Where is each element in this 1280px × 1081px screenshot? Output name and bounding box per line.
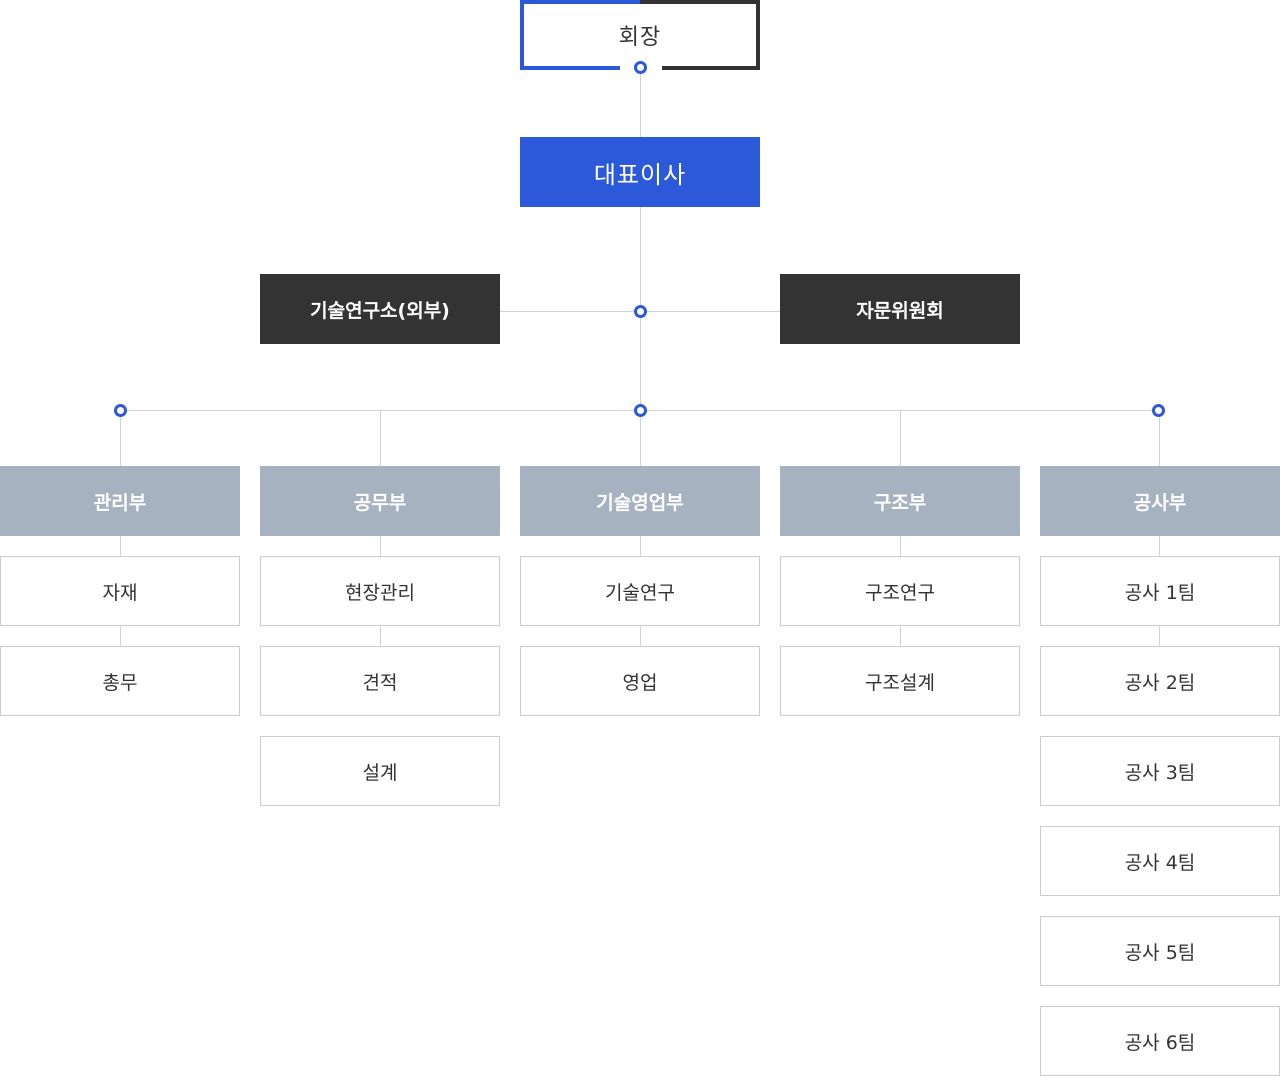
connector-team-line (1159, 626, 1160, 646)
department-label: 관리부 (93, 491, 147, 514)
connector-advisory-departments (640, 318, 641, 404)
node-dot-dept-left (114, 404, 127, 417)
connector-advisory-left (500, 311, 634, 312)
department-public-works: 공무부 (260, 466, 500, 536)
team-label: 기술연구 (605, 581, 675, 604)
node-dot-advisory (634, 305, 647, 318)
tech-research-institute-box: 기술연구소(외부) (260, 274, 500, 344)
node-dot-dept-right (1152, 404, 1165, 417)
chairman-box: 회장 (520, 0, 760, 70)
chairman-border-blue-left (520, 0, 524, 70)
connector-team-line (120, 536, 121, 556)
department-label: 공무부 (353, 491, 407, 514)
connector-team-line (380, 536, 381, 556)
chairman-border-dark-top (640, 0, 760, 4)
connector-team-line (900, 536, 901, 556)
department-label: 공사부 (1133, 491, 1187, 514)
team-label: 구조설계 (865, 671, 935, 694)
connector-advisory-right (647, 311, 780, 312)
team-label: 영업 (622, 671, 658, 694)
team-label: 공사 2팀 (1124, 671, 1196, 694)
connector-team-line (380, 626, 381, 646)
team-label: 공사 6팀 (1124, 1031, 1196, 1054)
connector-drop-dept-2 (380, 410, 381, 466)
team-box: 영업 (520, 646, 760, 716)
team-box: 공사 3팀 (1040, 736, 1280, 806)
chairman-border-dark-bottom (662, 66, 760, 70)
team-label: 현장관리 (345, 581, 415, 604)
connector-chairman-ceo (640, 74, 641, 137)
department-label: 기술영업부 (596, 491, 684, 514)
connector-team-line (640, 536, 641, 556)
connector-ceo-advisory (640, 207, 641, 305)
ceo-box: 대표이사 (520, 137, 760, 207)
team-box: 총무 (0, 646, 240, 716)
team-label: 설계 (362, 761, 398, 784)
connector-drop-dept-1 (120, 417, 121, 466)
team-label: 공사 1팀 (1124, 581, 1196, 604)
connector-drop-dept-4 (900, 410, 901, 466)
team-box: 공사 2팀 (1040, 646, 1280, 716)
connector-team-line (900, 626, 901, 646)
team-box: 공사 4팀 (1040, 826, 1280, 896)
connector-team-line (120, 626, 121, 646)
chairman-border-blue-top (520, 0, 640, 4)
team-label: 구조연구 (865, 581, 935, 604)
team-box: 설계 (260, 736, 500, 806)
team-box: 견적 (260, 646, 500, 716)
connector-drop-dept-5 (1159, 417, 1160, 466)
department-structure: 구조부 (780, 466, 1020, 536)
team-label: 견적 (362, 671, 398, 694)
department-tech-sales: 기술영업부 (520, 466, 760, 536)
connector-team-line (1159, 536, 1160, 556)
connector-team-line (640, 626, 641, 646)
connector-drop-dept-3 (640, 417, 641, 466)
team-box: 공사 6팀 (1040, 1006, 1280, 1076)
team-box: 기술연구 (520, 556, 760, 626)
team-label: 공사 3팀 (1124, 761, 1196, 784)
ceo-label: 대표이사 (593, 160, 687, 189)
team-box: 공사 1팀 (1040, 556, 1280, 626)
team-box: 공사 5팀 (1040, 916, 1280, 986)
team-label: 자재 (102, 581, 138, 604)
advisory-committee-box: 자문위원회 (780, 274, 1020, 344)
node-dot-dept-center (634, 404, 647, 417)
chairman-border-dark-right (756, 0, 760, 70)
advisory-committee-label: 자문위원회 (856, 299, 944, 322)
chairman-border-blue-bottom (520, 66, 620, 70)
chairman-label: 회장 (618, 25, 662, 50)
department-label: 구조부 (873, 491, 927, 514)
team-box: 현장관리 (260, 556, 500, 626)
team-box: 구조연구 (780, 556, 1020, 626)
department-admin: 관리부 (0, 466, 240, 536)
team-box: 자재 (0, 556, 240, 626)
team-box: 구조설계 (780, 646, 1020, 716)
team-label: 총무 (102, 671, 138, 694)
department-construction: 공사부 (1040, 466, 1280, 536)
team-label: 공사 4팀 (1124, 851, 1196, 874)
team-label: 공사 5팀 (1124, 941, 1196, 964)
tech-research-institute-label: 기술연구소(외부) (310, 299, 450, 322)
node-dot-chairman (634, 61, 647, 74)
